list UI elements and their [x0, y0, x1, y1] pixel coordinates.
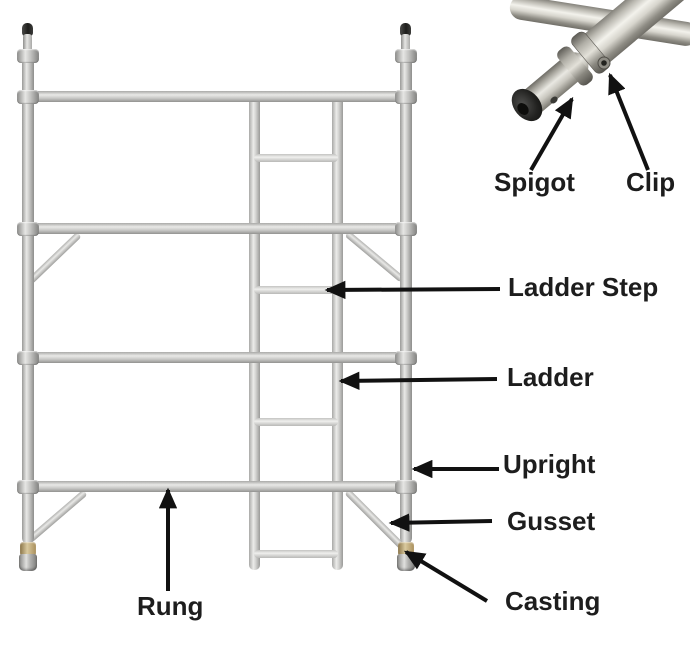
- rung-3: [28, 352, 406, 363]
- ladder-step-2: [254, 286, 338, 294]
- ladder-left-rail: [249, 96, 260, 570]
- rung-2: [28, 223, 406, 234]
- ladder-step-3: [254, 418, 338, 426]
- right-spigot-tube: [401, 34, 410, 52]
- joint-collar: [395, 479, 417, 494]
- joint-collar: [17, 479, 39, 494]
- left-foot: [19, 554, 37, 571]
- joint-collar: [17, 221, 39, 236]
- ladder-arrow: [338, 371, 498, 390]
- right-foot: [397, 554, 415, 571]
- label-gusset: Gusset: [507, 506, 596, 536]
- left-spigot-clip-collar: [17, 49, 39, 63]
- ladder-step-1: [254, 154, 338, 162]
- inset-clip-boss-hole: [601, 60, 607, 66]
- label-rung: Rung: [137, 591, 204, 621]
- ladder-step-arrow: [324, 280, 501, 300]
- label-spigot: Spigot: [494, 167, 575, 197]
- label-ladder-step: Ladder Step: [508, 272, 659, 302]
- gusset-rung2-right: [344, 230, 405, 282]
- right-spigot-end-cap: [400, 23, 411, 36]
- joint-collar: [17, 350, 39, 365]
- label-casting: Casting: [505, 586, 601, 616]
- ladder-step-4: [254, 550, 338, 558]
- joint-collar: [395, 221, 417, 236]
- label-clip: Clip: [626, 167, 676, 197]
- ladder-right-rail: [332, 96, 343, 570]
- left-casting: [20, 542, 36, 556]
- left-spigot-tube: [23, 34, 32, 52]
- left-upright-tube: [22, 58, 34, 544]
- inset-cap-hole: [517, 103, 529, 115]
- casting-arrow: [403, 550, 489, 603]
- joint-collar: [395, 350, 417, 365]
- right-spigot-clip-collar: [395, 49, 417, 63]
- joint-collar: [395, 89, 417, 104]
- joint-collar: [17, 89, 39, 104]
- rung-1: [28, 91, 406, 102]
- right-upright-tube: [400, 58, 412, 544]
- gusset-rung2-left: [27, 231, 82, 284]
- left-spigot-end-cap: [22, 23, 33, 36]
- rung-4: [28, 481, 406, 492]
- inset-main-tube: [578, 0, 690, 67]
- gusset-rung4-right: [344, 488, 406, 550]
- gusset-rung4-left: [26, 489, 88, 543]
- inset-collar-flange: [557, 46, 593, 86]
- label-upright: Upright: [503, 449, 596, 479]
- spigot-clip-inset-photo: [509, 0, 690, 122]
- label-ladder: Ladder: [507, 362, 594, 392]
